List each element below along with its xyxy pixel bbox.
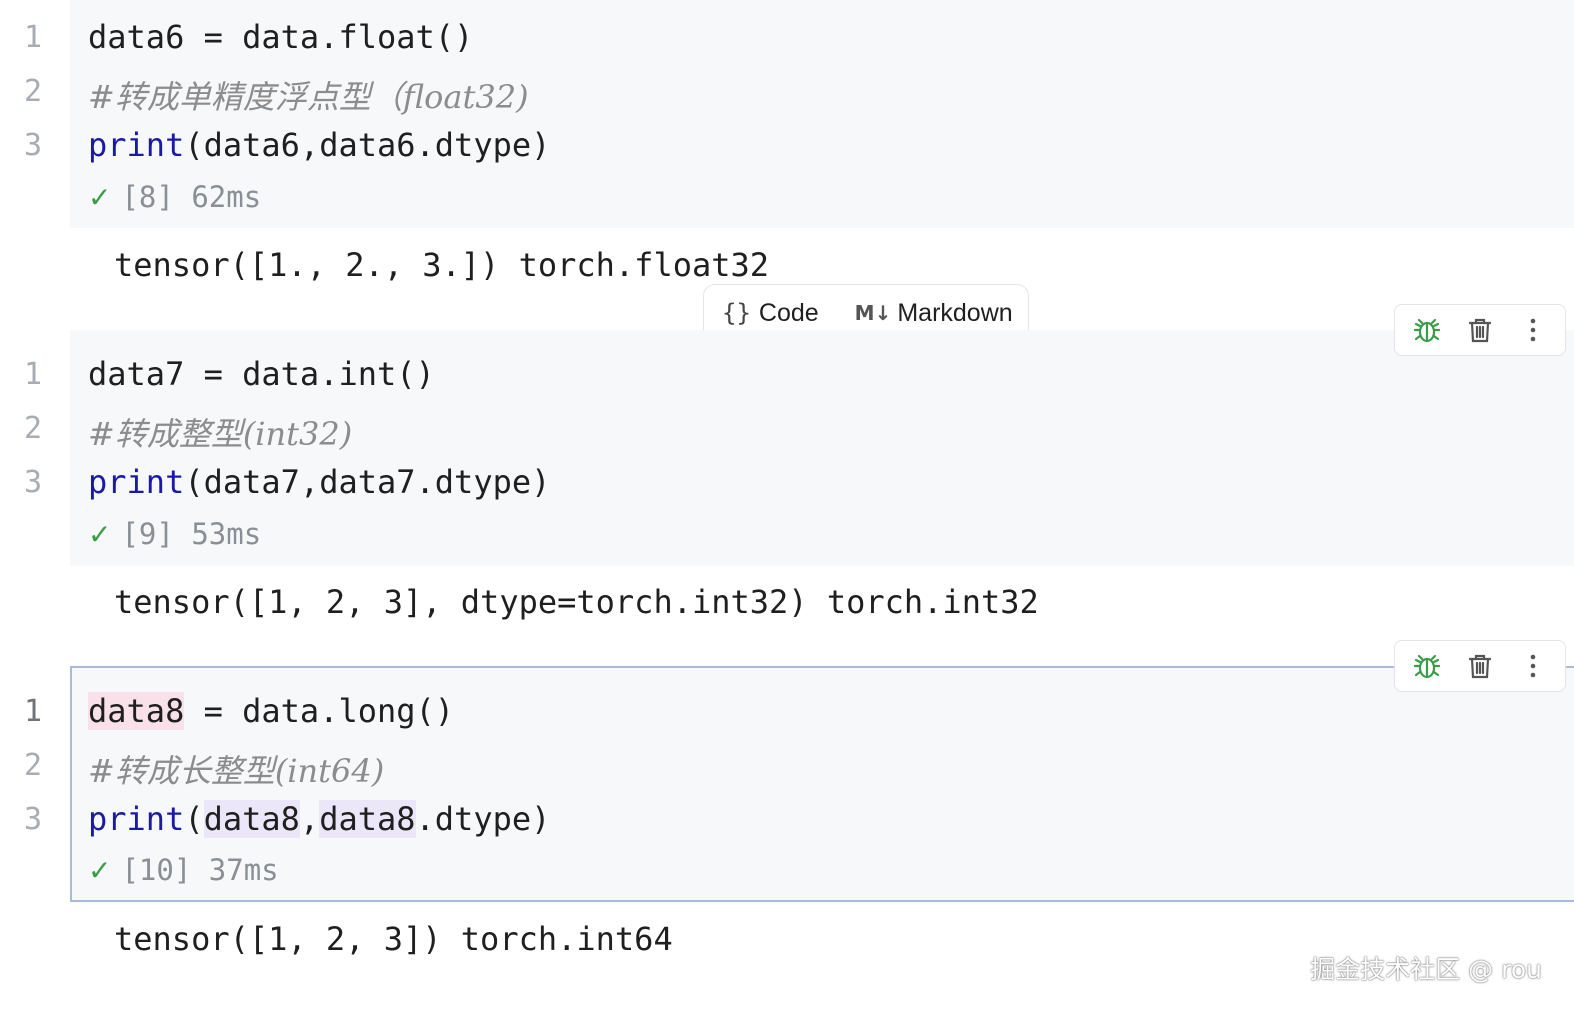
keyword-print: print bbox=[88, 463, 185, 501]
variable-reference: data8 bbox=[203, 800, 300, 838]
code-text: .dtype) bbox=[415, 800, 551, 838]
cell-output: tensor([1, 2, 3], dtype=torch.int32) tor… bbox=[114, 583, 1039, 621]
code-cell-3-active[interactable] bbox=[70, 666, 1574, 902]
line-number: 3 bbox=[23, 128, 43, 163]
more-vertical-icon[interactable] bbox=[1515, 648, 1551, 684]
line-number: 1 bbox=[23, 694, 43, 729]
line-number: 1 bbox=[23, 20, 43, 55]
trash-icon[interactable] bbox=[1462, 312, 1498, 348]
trash-icon[interactable] bbox=[1462, 648, 1498, 684]
line-number: 2 bbox=[23, 411, 43, 446]
line-number: 3 bbox=[23, 465, 43, 500]
execution-status: ✓ [8] 62ms bbox=[88, 180, 261, 214]
code-text: = data.long() bbox=[184, 692, 455, 730]
keyword-print: print bbox=[88, 800, 185, 838]
code-line[interactable]: data7 = data.int() bbox=[88, 355, 435, 393]
exec-count: [8] bbox=[121, 180, 174, 214]
code-line[interactable]: print(data8,data8.dtype) bbox=[88, 800, 550, 838]
code-text: (data7,data7.dtype) bbox=[184, 463, 551, 501]
markdown-icon: M↓ bbox=[854, 301, 892, 325]
code-cell-2[interactable] bbox=[70, 330, 1574, 566]
line-number: 1 bbox=[23, 357, 43, 392]
exec-time: 53ms bbox=[191, 517, 262, 551]
add-code-button[interactable]: {} Code bbox=[704, 285, 837, 341]
variable-reference: data8 bbox=[319, 800, 416, 838]
line-number: 3 bbox=[23, 802, 43, 837]
check-icon: ✓ bbox=[88, 181, 112, 214]
code-text: ( bbox=[184, 800, 204, 838]
code-text: , bbox=[299, 800, 320, 838]
add-markdown-button[interactable]: M↓ Markdown bbox=[837, 285, 1031, 341]
execution-status: ✓ [9] 53ms bbox=[88, 517, 261, 551]
cell-toolbar bbox=[1394, 640, 1566, 692]
code-line[interactable]: data6 = data.float() bbox=[88, 18, 474, 56]
debug-icon[interactable] bbox=[1409, 312, 1445, 348]
more-vertical-icon[interactable] bbox=[1515, 312, 1551, 348]
add-code-label: Code bbox=[758, 298, 819, 327]
code-braces-icon: {} bbox=[722, 299, 751, 327]
code-line[interactable]: print(data7,data7.dtype) bbox=[88, 463, 550, 501]
check-icon: ✓ bbox=[88, 854, 112, 887]
exec-time: 37ms bbox=[208, 853, 279, 887]
line-number: 2 bbox=[23, 74, 43, 109]
cell-output: tensor([1, 2, 3]) torch.int64 bbox=[114, 920, 673, 958]
code-text: (data6,data6.dtype) bbox=[184, 126, 551, 164]
code-cell-1[interactable] bbox=[70, 0, 1574, 228]
watermark: 掘金技术社区 @ rou bbox=[1310, 955, 1542, 984]
code-comment[interactable]: #转成整型(int32) bbox=[88, 415, 353, 453]
exec-count: [9] bbox=[121, 517, 174, 551]
exec-time: 62ms bbox=[191, 180, 262, 214]
cell-output: tensor([1., 2., 3.]) torch.float32 bbox=[114, 246, 770, 284]
keyword-print: print bbox=[88, 126, 185, 164]
debug-icon[interactable] bbox=[1409, 648, 1445, 684]
highlighted-variable: data8 bbox=[88, 692, 185, 730]
code-comment[interactable]: #转成单精度浮点型（float32) bbox=[88, 78, 529, 116]
cell-toolbar bbox=[1394, 304, 1566, 356]
code-line[interactable]: data8 = data.long() bbox=[88, 692, 454, 730]
add-cell-bar: {} Code M↓ Markdown bbox=[703, 284, 1029, 342]
code-comment[interactable]: #转成长整型(int64) bbox=[88, 752, 385, 790]
code-line[interactable]: print(data6,data6.dtype) bbox=[88, 126, 550, 164]
check-icon: ✓ bbox=[88, 518, 112, 551]
add-markdown-label: Markdown bbox=[897, 298, 1013, 327]
line-number: 2 bbox=[23, 748, 43, 783]
execution-status: ✓ [10] 37ms bbox=[88, 853, 279, 887]
exec-count: [10] bbox=[121, 853, 192, 887]
